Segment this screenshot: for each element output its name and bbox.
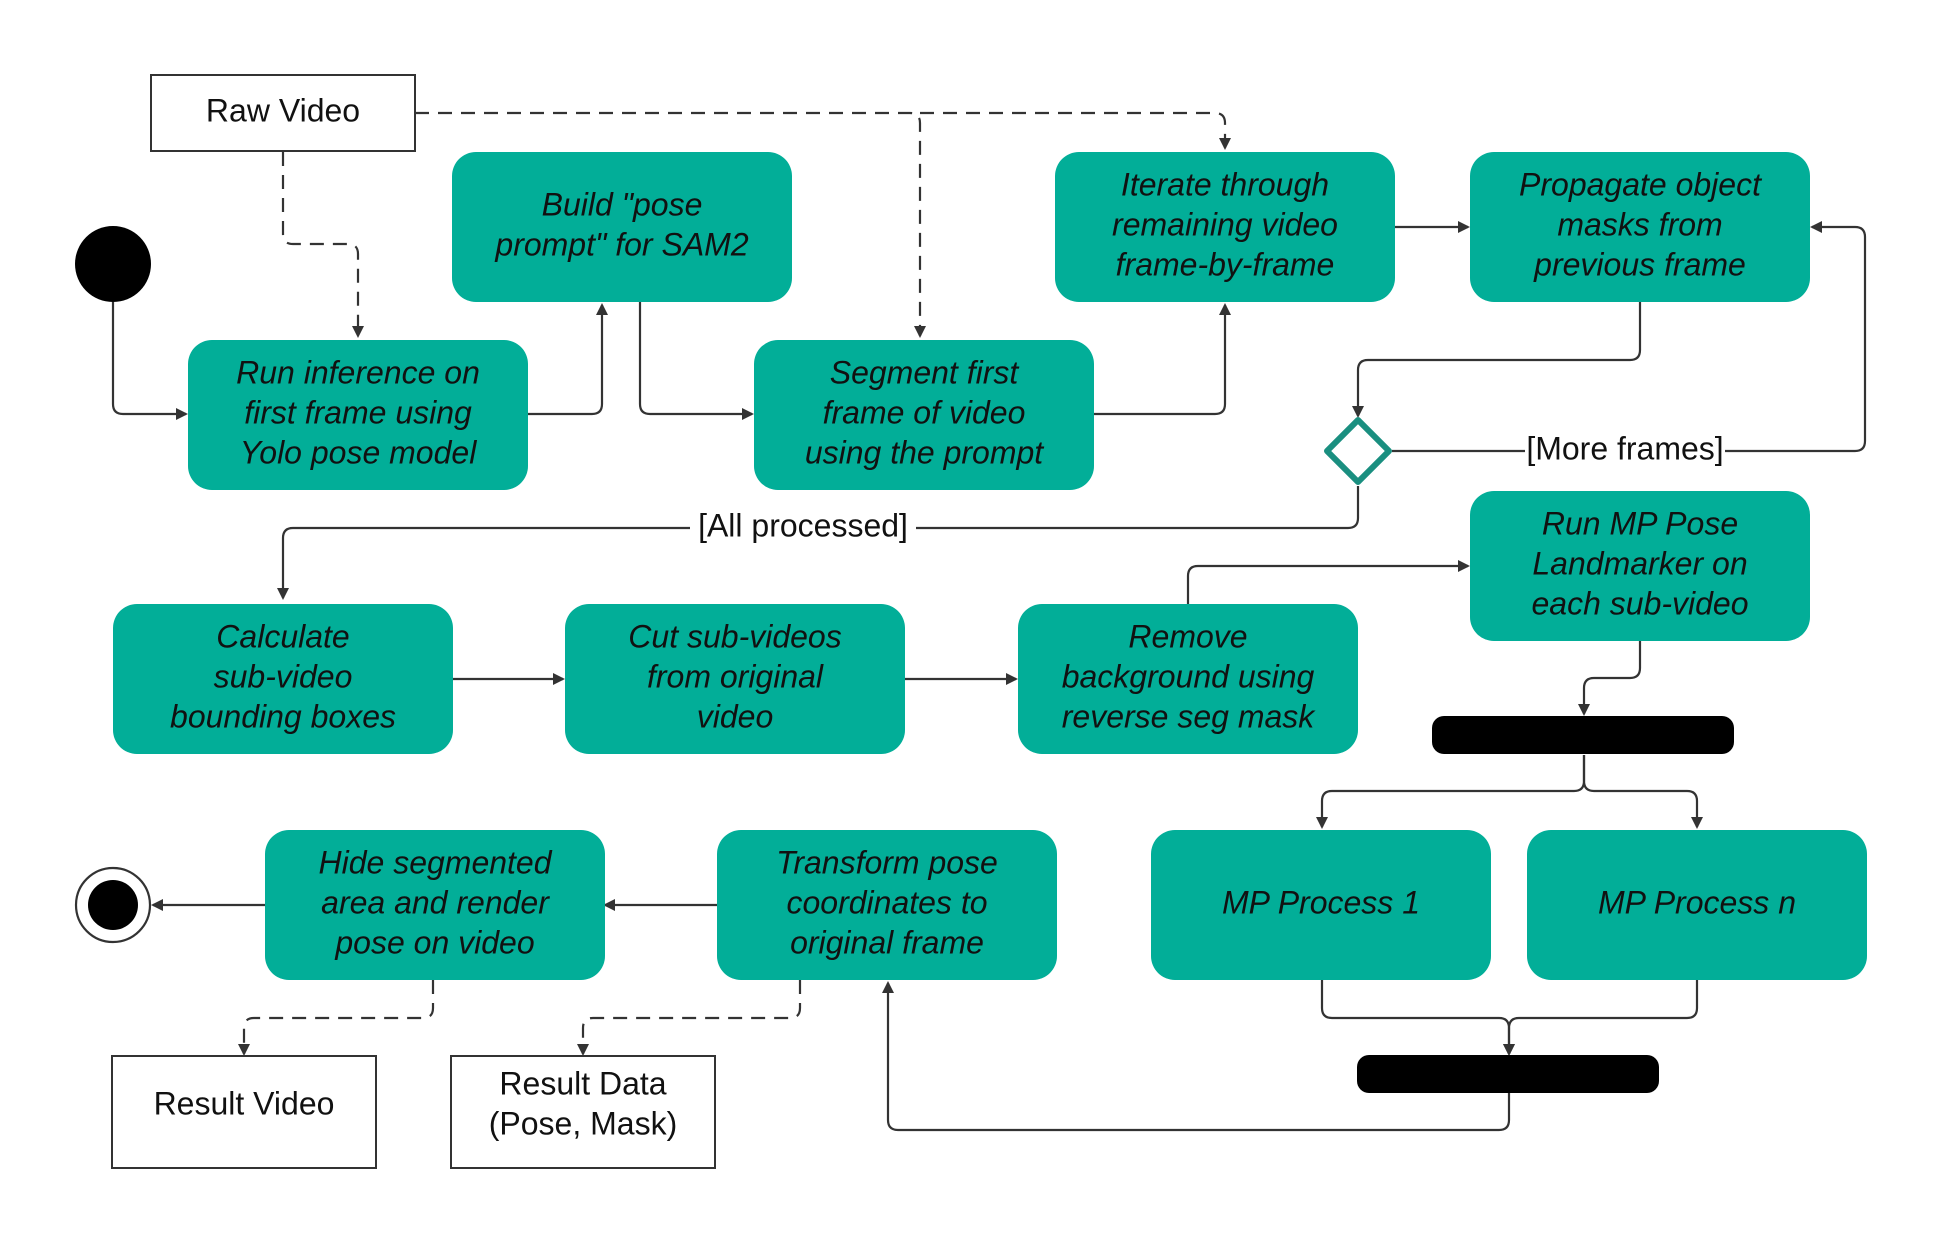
activity-label-line: pose on video	[334, 924, 534, 960]
flow-runmp-to-fork	[1578, 641, 1642, 716]
activity-cut-subvideos: Cut sub-videos from original video	[565, 604, 905, 754]
join-bar	[1357, 1055, 1659, 1093]
objflow-raw-to-inference	[281, 152, 364, 338]
activity-label-line: Yolo pose model	[240, 434, 478, 470]
activity-label-line: remaining video	[1112, 206, 1338, 242]
activity-label-line: masks from	[1557, 206, 1722, 242]
flow-remove-to-runmp	[1186, 560, 1470, 604]
activity-label-line: Build "pose	[542, 186, 703, 222]
activity-transform-pose: Transform pose coordinates to original fra…	[717, 830, 1057, 980]
flow-mp1-to-join	[1320, 980, 1515, 1056]
activity-label-line: reverse seg mask	[1062, 698, 1317, 734]
activity-iterate: Iterate through remaining video frame-by-f…	[1055, 152, 1395, 302]
activity-label-line: area and render	[321, 884, 550, 920]
end-node	[74, 866, 152, 944]
activity-hide-render: Hide segmented area and render pose on vid…	[265, 830, 605, 980]
fork-bar	[1432, 716, 1734, 754]
activity-label-line: Run MP Pose	[1542, 505, 1738, 541]
objflow-hide-to-resultvideo	[238, 980, 435, 1056]
activity-build-prompt: Build "pose prompt" for SAM2	[452, 152, 792, 302]
object-result-data: Result Data (Pose, Mask)	[450, 1055, 716, 1169]
guard-more-frames: [More frames]	[1525, 428, 1725, 472]
flow-mpn-to-join	[1503, 980, 1699, 1056]
activity-label-line: sub-video	[214, 658, 353, 694]
activity-label-line: video	[697, 698, 774, 734]
activity-mp-process-1: MP Process 1	[1151, 830, 1491, 980]
activity-label-line: Transform pose	[776, 844, 998, 880]
activity-label-line: background using	[1062, 658, 1315, 694]
activity-label-line: Hide segmented	[318, 844, 552, 880]
activity-label-line: original frame	[790, 924, 984, 960]
start-node	[75, 226, 151, 302]
flow-segment-to-iterate	[1092, 303, 1231, 416]
activity-label-line: MP Process 1	[1222, 884, 1420, 920]
activity-remove-background: Remove background using reverse seg mask	[1018, 604, 1358, 754]
flow-join-to-transform	[882, 981, 1511, 1132]
flow-propagate-to-decision	[1352, 302, 1642, 418]
activity-label-line: MP Process n	[1598, 884, 1796, 920]
activity-label-line: Calculate	[216, 618, 349, 654]
flow-decision-loop	[1392, 221, 1867, 453]
flow-prompt-to-segment	[638, 302, 754, 420]
activity-propagate: Propagate object masks from previous frame	[1470, 152, 1810, 302]
activity-label-line: Iterate through	[1121, 166, 1329, 202]
svg-text:(Pose, Mask): (Pose, Mask)	[489, 1105, 677, 1141]
svg-text:Raw Video: Raw Video	[206, 92, 360, 128]
activity-label-line: Cut sub-videos	[628, 618, 841, 654]
object-result-video: Result Video	[111, 1055, 377, 1169]
svg-text:Result Video: Result Video	[154, 1085, 335, 1121]
objflow-transform-to-resultdata	[577, 980, 802, 1056]
object-raw-video: Raw Video	[150, 74, 416, 152]
objflow-raw-to-iterate	[920, 111, 1231, 150]
activity-label-line: Run inference on	[236, 354, 480, 390]
activity-label-line: first frame using	[244, 394, 472, 430]
flow-fork-to-mp1	[1316, 755, 1586, 829]
activity-label-line: frame of video	[823, 394, 1026, 430]
flow-inference-to-prompt	[525, 303, 608, 416]
activity-label-line: Landmarker on	[1532, 545, 1747, 581]
svg-text:[All processed]: [All processed]	[698, 507, 908, 543]
activity-label-line: Propagate object	[1519, 166, 1762, 202]
activity-label-line: previous frame	[1533, 246, 1746, 282]
activity-label-line: prompt" for SAM2	[494, 226, 748, 262]
svg-text:Result Data: Result Data	[499, 1065, 666, 1101]
activity-segment-first: Segment first frame of video using the pro…	[754, 340, 1094, 490]
flow-start-to-inference	[111, 302, 188, 420]
activity-label-line: bounding boxes	[170, 698, 396, 734]
activity-label-line: from original	[647, 658, 824, 694]
activity-label-line: each sub-video	[1531, 585, 1748, 621]
activity-label-line: using the prompt	[805, 434, 1044, 470]
decision-node	[1324, 417, 1392, 485]
svg-text:[More frames]: [More frames]	[1526, 430, 1723, 466]
flow-fork-to-mpn	[1582, 755, 1703, 829]
activity-mp-process-n: MP Process n	[1527, 830, 1867, 980]
activity-label-line: coordinates to	[786, 884, 987, 920]
activity-label-line: Segment first	[830, 354, 1020, 390]
guard-all-processed: [All processed]	[690, 505, 916, 549]
activity-label-line: Remove	[1128, 618, 1247, 654]
activity-label-line: frame-by-frame	[1116, 246, 1335, 282]
objflow-raw-to-segment	[415, 111, 926, 338]
activity-calc-bboxes: Calculate sub-video bounding boxes	[113, 604, 453, 754]
